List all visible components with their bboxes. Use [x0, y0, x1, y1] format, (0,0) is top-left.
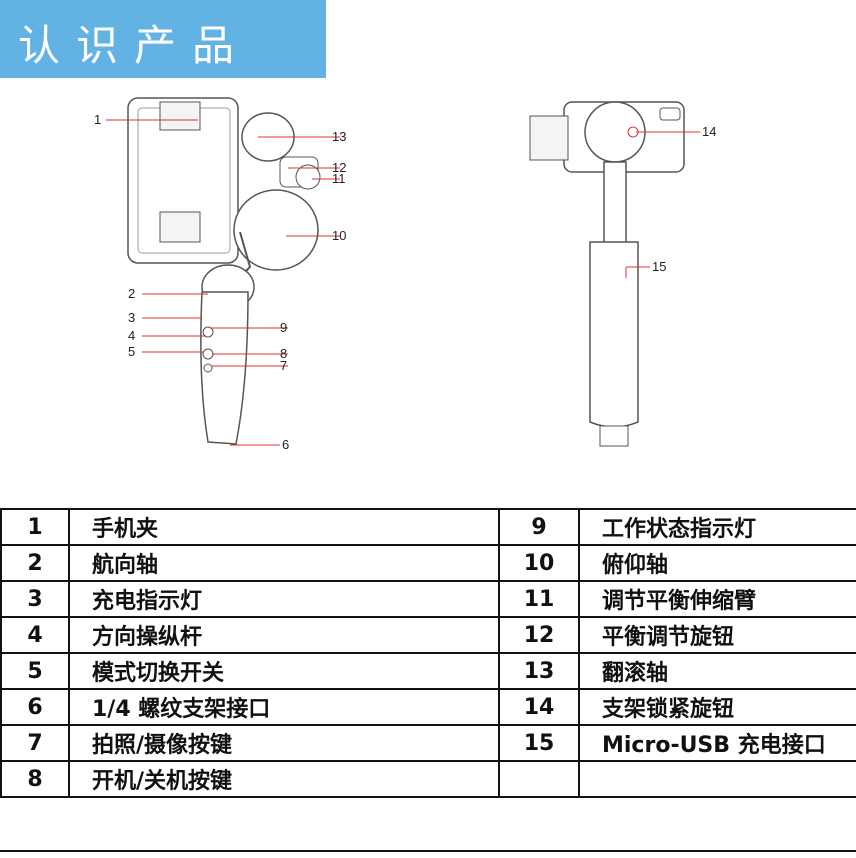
callout-6: 6 [282, 437, 289, 452]
part-number: 4 [0, 616, 70, 654]
callout-2: 2 [128, 286, 135, 301]
page-title: 认识产品 [18, 21, 251, 70]
callout-4: 4 [128, 328, 135, 343]
callout-8: 8 [280, 346, 287, 361]
part-number [498, 760, 580, 798]
part-number: 14 [498, 688, 580, 726]
part-number: 1 [0, 508, 70, 546]
part-name: 手机夹 [68, 508, 500, 546]
part-number: 6 [0, 688, 70, 726]
callout-9: 9 [280, 320, 287, 335]
part-name: 1/4 螺纹支架接口 [68, 688, 500, 726]
part-name: 模式切换开关 [68, 652, 500, 690]
callout-3: 3 [128, 310, 135, 325]
part-number: 13 [498, 652, 580, 690]
part-name: 方向操纵杆 [68, 616, 500, 654]
part-number: 8 [0, 760, 70, 798]
part-name [578, 760, 856, 798]
part-number: 2 [0, 544, 70, 582]
part-name: 开机/关机按键 [68, 760, 500, 798]
gimbal-side-illustration: 14 15 [510, 82, 730, 462]
bottom-border [0, 850, 856, 858]
part-number: 5 [0, 652, 70, 690]
part-name: 调节平衡伸缩臂 [578, 580, 856, 618]
part-number: 3 [0, 580, 70, 618]
part-name: 平衡调节旋钮 [578, 616, 856, 654]
callout-13: 13 [332, 129, 346, 144]
callout-14: 14 [702, 124, 716, 139]
part-number: 15 [498, 724, 580, 762]
part-name: 充电指示灯 [68, 580, 500, 618]
callout-5: 5 [128, 344, 135, 359]
callout-1: 1 [94, 112, 101, 127]
part-number: 7 [0, 724, 70, 762]
part-name: 翻滚轴 [578, 652, 856, 690]
part-number: 11 [498, 580, 580, 618]
callout-12: 12 [332, 160, 346, 175]
callout-10: 10 [332, 228, 346, 243]
callout-7: 7 [280, 358, 287, 373]
part-name: 支架锁紧旋钮 [578, 688, 856, 726]
part-number: 9 [498, 508, 580, 546]
part-name: Micro-USB 充电接口 [578, 724, 856, 762]
part-name: 俯仰轴 [578, 544, 856, 582]
part-name: 航向轴 [68, 544, 500, 582]
part-number: 12 [498, 616, 580, 654]
part-number: 10 [498, 544, 580, 582]
callout-15: 15 [652, 259, 666, 274]
callout-11: 11 [332, 171, 346, 186]
title-banner: 认识产品 [0, 0, 326, 78]
part-name: 工作状态指示灯 [578, 508, 856, 546]
part-name: 拍照/摄像按键 [68, 724, 500, 762]
gimbal-front-illustration: 1 13 12 11 10 2 3 9 4 5 8 7 6 [90, 82, 370, 462]
